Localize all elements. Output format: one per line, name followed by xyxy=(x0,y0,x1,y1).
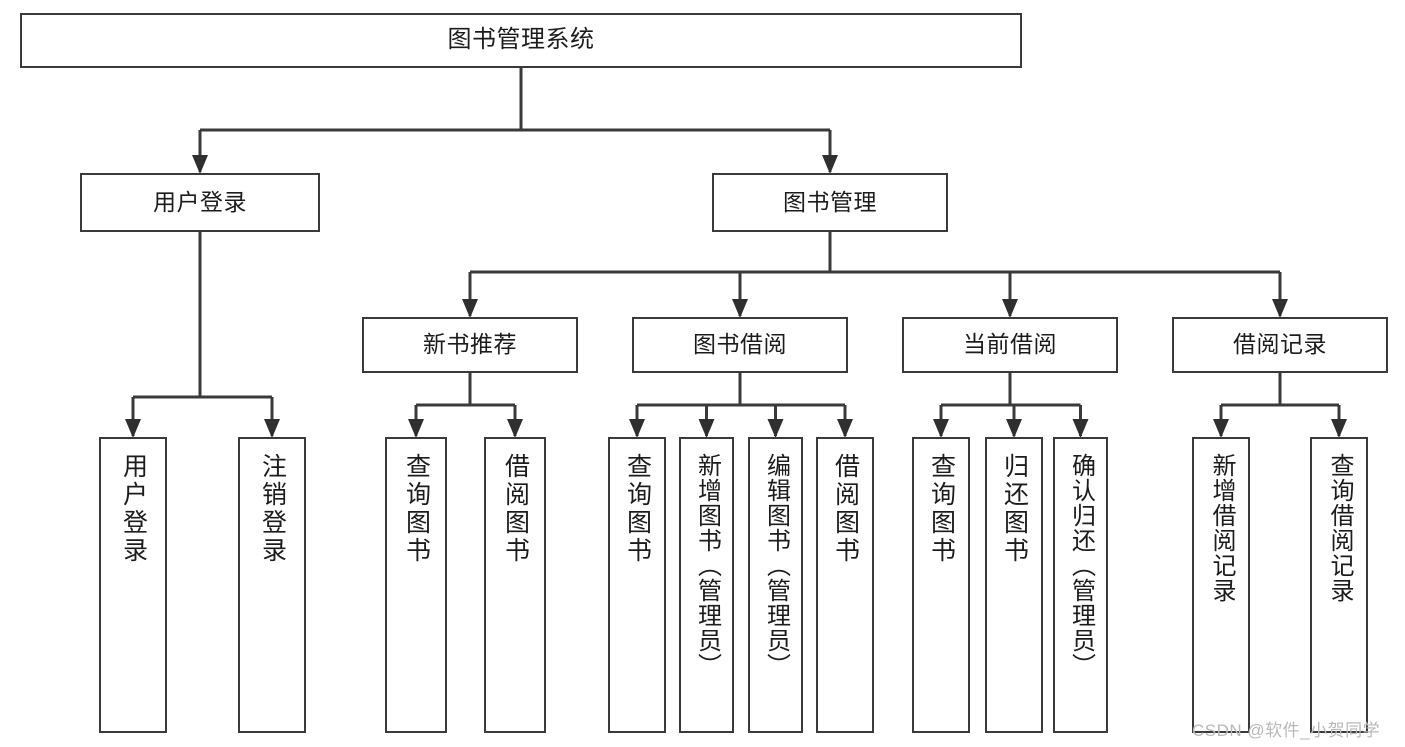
csdn-watermark: CSDN @软件_小贺同学 xyxy=(1192,721,1381,740)
node-label: 借阅图书 xyxy=(831,453,860,565)
node-label: 借阅图书 xyxy=(501,453,530,565)
node-leaf-confirm-return[interactable]: 确认归还（管理员） xyxy=(1053,437,1108,733)
node-label: 归还图书 xyxy=(1000,453,1029,565)
node-leaf-query-book-2[interactable]: 查询图书 xyxy=(608,437,666,733)
node-leaf-borrow-book-2[interactable]: 借阅图书 xyxy=(816,437,874,733)
node-root[interactable]: 图书管理系统 xyxy=(20,13,1022,68)
node-label: 当前借阅 xyxy=(963,331,1057,358)
node-book-borrow[interactable]: 图书借阅 xyxy=(632,317,848,373)
node-borrow-record[interactable]: 借阅记录 xyxy=(1172,317,1388,373)
node-leaf-return-book[interactable]: 归还图书 xyxy=(985,437,1043,733)
node-book-manage[interactable]: 图书管理 xyxy=(712,173,948,232)
node-label: 确认归还（管理员） xyxy=(1067,453,1095,678)
node-label: 查询图书 xyxy=(402,453,431,565)
node-label: 新增图书（管理员） xyxy=(693,453,721,678)
node-leaf-borrow-book-1[interactable]: 借阅图书 xyxy=(484,437,546,733)
node-label: 新书推荐 xyxy=(423,331,517,358)
node-leaf-query-book-1[interactable]: 查询图书 xyxy=(385,437,447,733)
node-label: 编辑图书（管理员） xyxy=(762,453,790,678)
node-label: 用户登录 xyxy=(153,188,247,215)
node-leaf-logout[interactable]: 注销登录 xyxy=(238,437,306,733)
node-label: 图书管理 xyxy=(783,188,877,215)
node-label: 用户登录 xyxy=(119,453,148,565)
node-current-borrow[interactable]: 当前借阅 xyxy=(902,317,1118,373)
node-leaf-add-record[interactable]: 新增借阅记录 xyxy=(1192,437,1250,733)
node-leaf-user-login[interactable]: 用户登录 xyxy=(99,437,167,733)
node-label: 图书借阅 xyxy=(693,331,787,358)
node-label: 查询借阅记录 xyxy=(1326,453,1353,603)
node-leaf-query-record[interactable]: 查询借阅记录 xyxy=(1310,437,1368,733)
node-label: 查询图书 xyxy=(927,453,956,565)
node-label: 图书管理系统 xyxy=(447,26,595,54)
node-label: 注销登录 xyxy=(258,453,287,565)
node-leaf-edit-book[interactable]: 编辑图书（管理员） xyxy=(748,437,803,733)
node-new-book-rec[interactable]: 新书推荐 xyxy=(362,317,578,373)
node-label: 借阅记录 xyxy=(1233,331,1327,358)
node-leaf-query-book-3[interactable]: 查询图书 xyxy=(912,437,970,733)
node-label: 查询图书 xyxy=(623,453,652,565)
node-leaf-add-book[interactable]: 新增图书（管理员） xyxy=(679,437,734,733)
node-label: 新增借阅记录 xyxy=(1208,453,1235,603)
node-user-login[interactable]: 用户登录 xyxy=(80,173,320,232)
